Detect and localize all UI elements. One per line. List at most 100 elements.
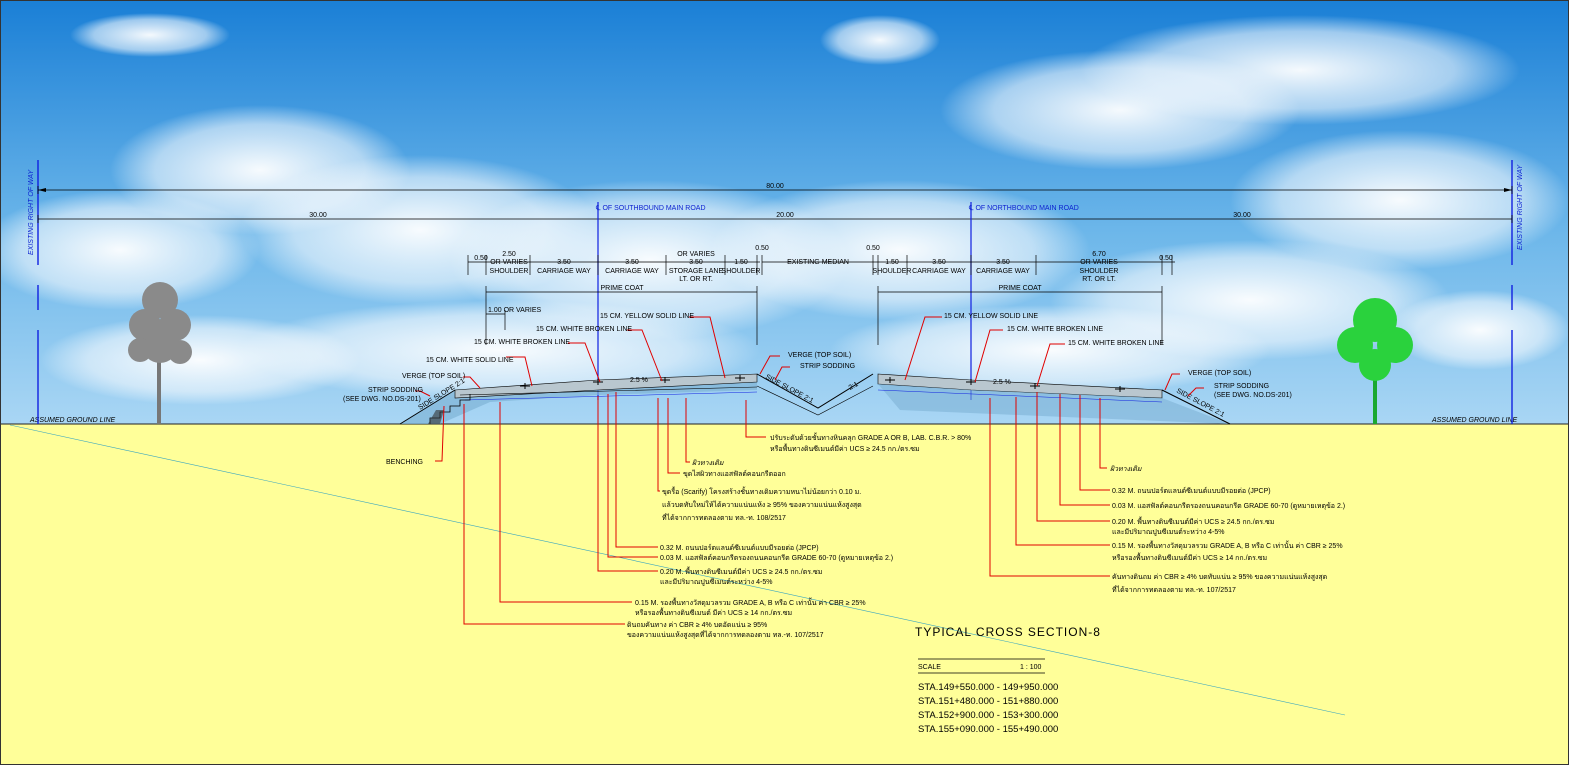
ground-fill [0,424,1568,764]
right-shoulder-2-label: SHOULDER [1080,268,1119,275]
white-solid-line-left: 15 CM. WHITE SOLID LINE [426,357,514,364]
drawing-border [0,0,1569,765]
right-of-way-lines [37,160,1513,424]
note-left-6: 0.03 M. แอสฟัลต์คอนกรีตรองถนนคอนกรีต GRA… [660,554,893,562]
dim-storage-or-varies: OR VARIES [677,251,715,258]
median-dimension-lines [762,255,879,275]
note-right-6a: คันทางดินถม ค่า CBR ≥ 4% บดทับแน่น ≥ 95%… [1112,573,1327,581]
lane-dimension-lines-right [877,255,1175,345]
strip-sodding-right-ref: (SEE DWG. NO.DS-201) [1214,392,1292,399]
right-shoulder-label: SHOULDER [873,268,912,275]
note-left-4a: ขุดรื้อ (Scarify) โครงสร้างชั้นทางเดิมคว… [662,485,861,496]
dim-right-or-varies: OR VARIES [1080,259,1118,266]
notes-left: ปรับระดับด้วยชั้นทางหินคลุก GRADE A OR B… [627,431,971,639]
right-carriageway-1: CARRIAGE WAY [912,268,966,275]
prime-coat-right: PRIME COAT [998,285,1042,292]
dim-right-0-50: 0.50 [1159,255,1173,262]
dim-left-3-50-b: 3.50 [625,259,639,266]
cross-slope-left: 2.5 % [630,377,648,384]
clouds [0,13,1570,405]
road-section [399,373,1231,425]
dim-left-or-varies: OR VARIES [490,259,528,266]
dim-right-6-70: 6.70 [1092,251,1106,258]
left-shoulder-label: SHOULDER [490,268,529,275]
left-carriageway-2: CARRIAGE WAY [605,268,659,275]
southbound-centerline-label: ℄ OF SOUTHBOUND MAIN ROAD [595,205,706,212]
left-width-label: 30.00 [309,212,327,219]
dim-median-0-50: 0.50 [866,245,880,252]
note-right-6b: ที่ได้จากการทดลองตาม ทล.-ท. 107/2517 [1112,585,1236,594]
right-of-way-label-right: EXISTING RIGHT OF WAY [1517,163,1524,250]
white-broken-line-right-1: 15 CM. WHITE BROKEN LINE [1007,326,1103,333]
station-range-1: STA.149+550.000 - 149+950.000 [918,682,1058,693]
note-left-4b: แล้วบดทับใหม่ให้ได้ความแน่นแห้ง ≥ 95% ขอ… [662,500,862,509]
note-left-5: 0.32 M. ถนนปอร์ตแลนด์ซีเมนต์แบบมีรอยต่อ … [660,544,819,552]
note-right-1: ผิวทางเดิม [1110,465,1142,473]
station-range-4: STA.155+090.000 - 155+490.000 [918,724,1058,735]
scale-label: SCALE [918,664,941,671]
assumed-ground-line-right: ASSUMED GROUND LINE [1431,417,1518,424]
northbound-centerline-label: ℄ OF NORTHBOUND MAIN ROAD [968,205,1079,212]
lane-dimension-lines-left [467,255,763,345]
strip-sodding-left: STRIP SODDING [368,387,423,394]
left-shoulder-2-label: SHOULDER [722,268,761,275]
prime-coat-left: PRIME COAT [600,285,644,292]
white-broken-line-right-2: 15 CM. WHITE BROKEN LINE [1068,340,1164,347]
note-right-4a: 0.20 M. พื้นทางดินซีเมนต์มีค่า UCS ≥ 24.… [1112,515,1274,526]
note-left-9a: ดินถมคันทาง ค่า CBR ≥ 4% บดอัดแน่น ≥ 95% [627,621,767,629]
note-left-3: ขุดไสผิวทางแอสฟัลต์คอนกรีตออก [683,469,786,478]
note-right-2: 0.32 M. ถนนปอร์ตแลนด์ซีเมนต์แบบมีรอยต่อ … [1112,487,1271,495]
right-width-label: 30.00 [1233,212,1251,219]
right-of-way-label-left: EXISTING RIGHT OF WAY [28,168,35,255]
right-shoulder-2-sub: RT. OR LT. [1082,276,1116,283]
centerlines [597,202,972,400]
note-left-1b: หรือพื้นทางดินซีเมนต์มีค่า UCS ≥ 24.5 กก… [770,442,920,453]
right-carriageway-2: CARRIAGE WAY [976,268,1030,275]
yellow-solid-line-right: 15 CM. YELLOW SOLID LINE [944,313,1038,320]
dim-left-2-50: 2.50 [502,251,516,258]
note-left-2: ผิวทางเดิม [692,459,724,467]
note-left-1a: ปรับระดับด้วยชั้นทางหินคลุก GRADE A OR B… [770,431,971,442]
note-left-7a: 0.20 M. พื้นทางดินซีเมนต์มีค่า UCS ≥ 24.… [660,565,822,576]
verge-median: VERGE (TOP SOIL) [788,352,851,359]
station-range-3: STA.152+900.000 - 153+300.000 [918,710,1058,721]
storage-lane-sub: LT. OR RT. [679,276,713,283]
dim-right-3-50-b: 3.50 [996,259,1010,266]
note-right-4b: และมีปริมาณปูนซีเมนต์ระหว่าง 4-5% [1112,528,1224,536]
station-range-2: STA.151+480.000 - 151+880.000 [918,696,1058,707]
notes-right: ผิวทางเดิม 0.32 M. ถนนปอร์ตแลนด์ซีเมนต์แ… [1110,465,1345,594]
total-width-label: 80.00 [766,183,784,190]
white-broken-line-left-2: 15 CM. WHITE BROKEN LINE [474,339,570,346]
left-carriageway-1: CARRIAGE WAY [537,268,591,275]
cross-slope-right: 2.5 % [993,379,1011,386]
strip-sodding-median: STRIP SODDING [800,363,855,370]
existing-median-label: EXISTING MEDIAN [787,259,849,266]
note-left-8b: หรือรองพื้นทางดินซีเมนต์ มีค่า UCS ≥ 14 … [635,606,792,617]
title-block: TYPICAL CROSS SECTION-8 SCALE 1 : 100 ST… [915,625,1101,735]
verge-right: VERGE (TOP SOIL) [1188,370,1251,377]
dim-left-0-50: 0.50 [474,255,488,262]
benching-label: BENCHING [386,459,423,466]
median-width-label: 20.00 [776,212,794,219]
median-ratio: 2:1 [848,381,860,392]
section-title: TYPICAL CROSS SECTION-8 [915,625,1101,639]
strip-sodding-left-ref: (SEE DWG. NO.DS-201) [343,396,421,403]
verge-left: VERGE (TOP SOIL) [402,373,465,380]
note-left-7b: และมีปริมาณปูนซีเมนต์ระหว่าง 4-5% [660,578,772,586]
storage-lane-label: STORAGE LANE [669,268,724,275]
note-left-4c: ที่ได้จากการทดลองตาม ทล.-ท. 108/2517 [662,513,786,522]
tree-right [1337,298,1413,424]
dim-storage-3-50: 3.50 [689,259,703,266]
tree-left [128,282,192,424]
white-broken-line-left-1: 15 CM. WHITE BROKEN LINE [536,326,632,333]
dim-left-0-50-b: 0.50 [755,245,769,252]
strip-sodding-right: STRIP SODDING [1214,383,1269,390]
dim-1-00-or-varies: 1.00 OR VARIES [488,307,542,314]
note-right-3: 0.03 M. แอสฟัลต์คอนกรีตรองถนนคอนกรีต GRA… [1112,502,1345,510]
assumed-ground-line-left: ASSUMED GROUND LINE [29,417,116,424]
leader-lines [415,316,1204,625]
dim-left-3-50-a: 3.50 [557,259,571,266]
note-right-5b: หรือรองพื้นทางดินซีเมนต์มีค่า UCS ≥ 14 ก… [1112,551,1267,562]
